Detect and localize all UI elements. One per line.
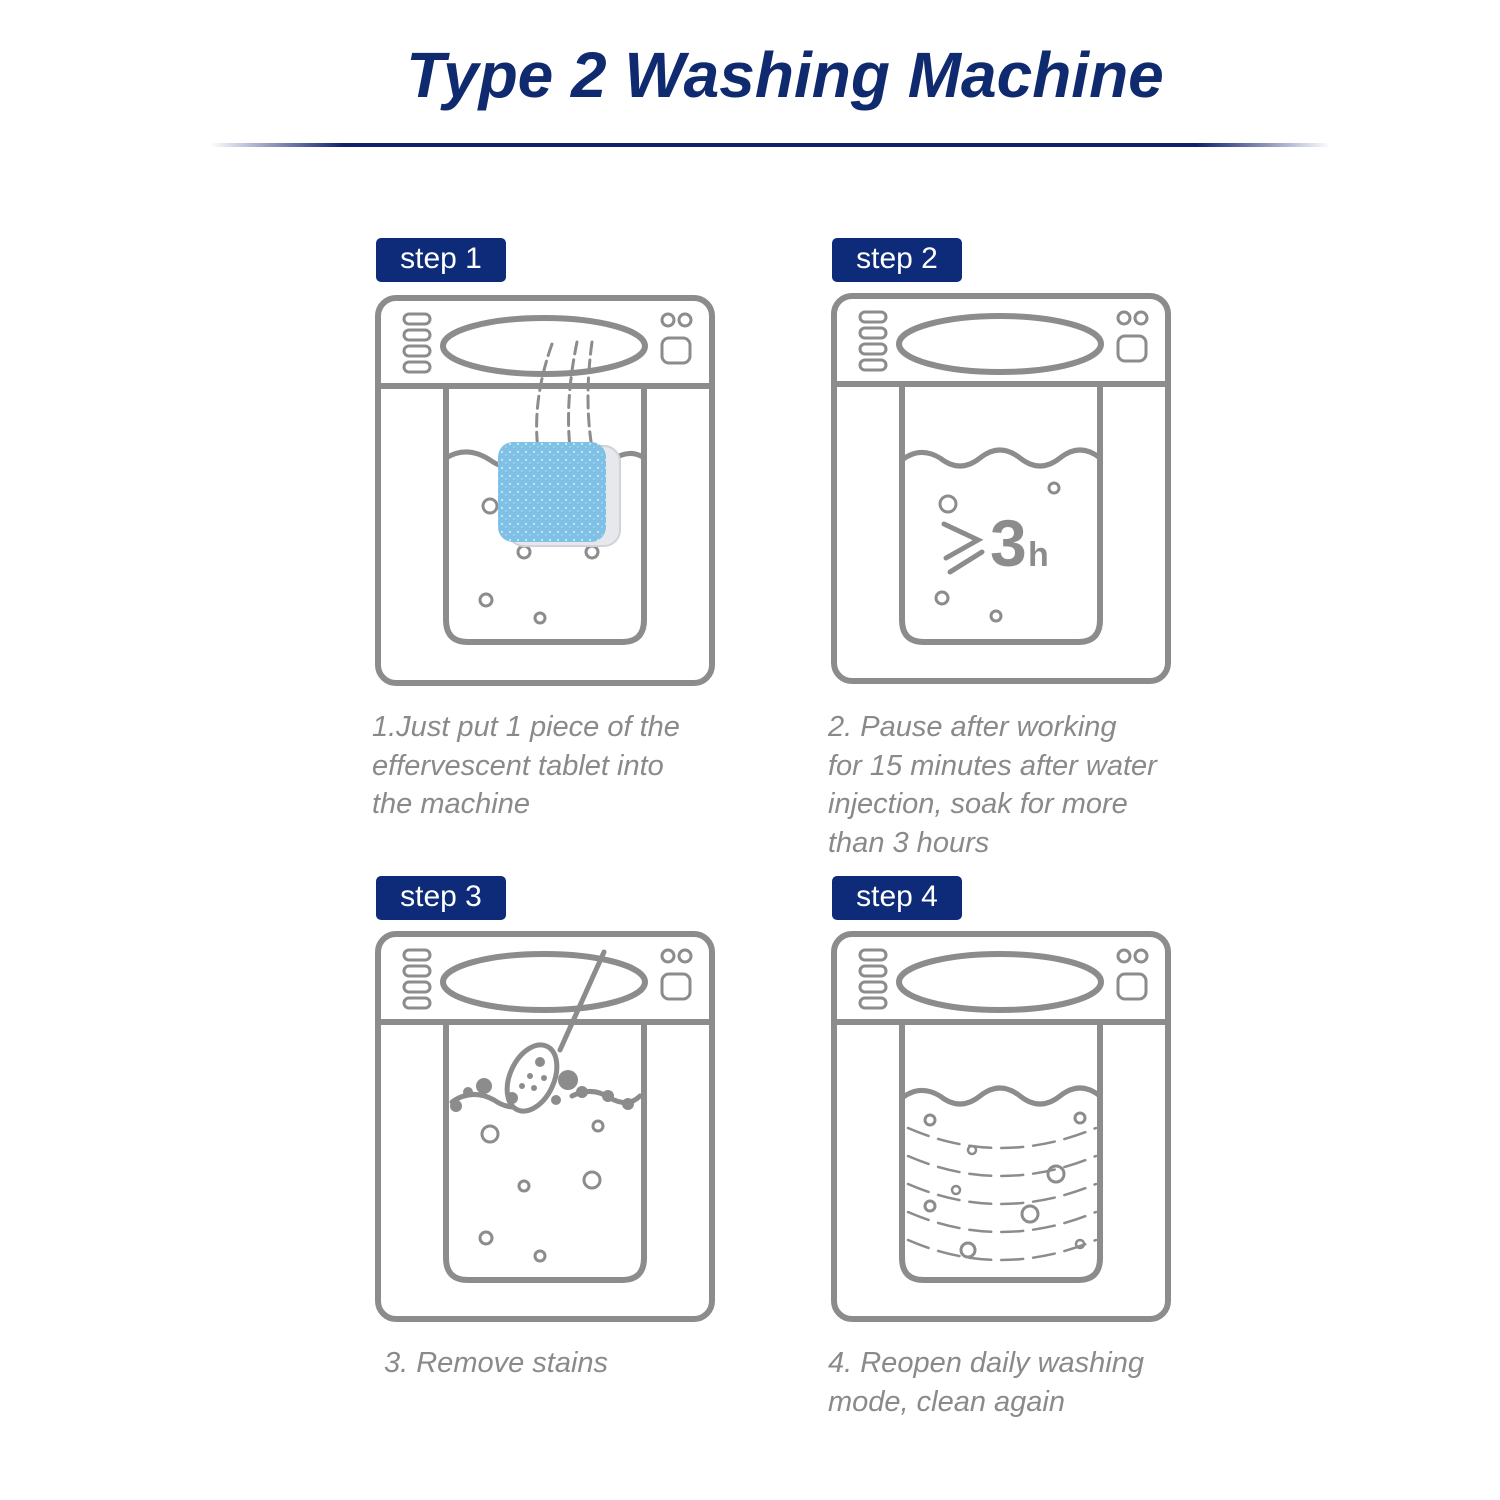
washing-machine-spoon-icon bbox=[375, 931, 715, 1322]
washing-machine-swirl-icon bbox=[831, 931, 1171, 1322]
page-title: Type 2 Washing Machine bbox=[406, 39, 1164, 111]
step-1-description: 1.Just put 1 piece of the effervescent t… bbox=[372, 711, 680, 820]
step-3-badge: step 3 bbox=[376, 876, 506, 920]
washing-machine-tablet-icon bbox=[375, 295, 715, 686]
step-2-description: 2. Pause after working for 15 minutes af… bbox=[828, 711, 1157, 859]
step-4-badge: step 4 bbox=[832, 876, 962, 920]
step-2-badge: step 2 bbox=[832, 238, 962, 282]
washing-machine-soak-icon: 3 h bbox=[831, 293, 1171, 684]
title-divider bbox=[210, 143, 1330, 147]
step-1-badge: step 1 bbox=[376, 238, 506, 282]
timer-value: 3 bbox=[990, 506, 1027, 580]
timer-unit: h bbox=[1028, 536, 1049, 574]
step-3-description: 3. Remove stains bbox=[384, 1347, 609, 1379]
step-4-description: 4. Reopen daily washing mode, clean agai… bbox=[828, 1347, 1144, 1418]
